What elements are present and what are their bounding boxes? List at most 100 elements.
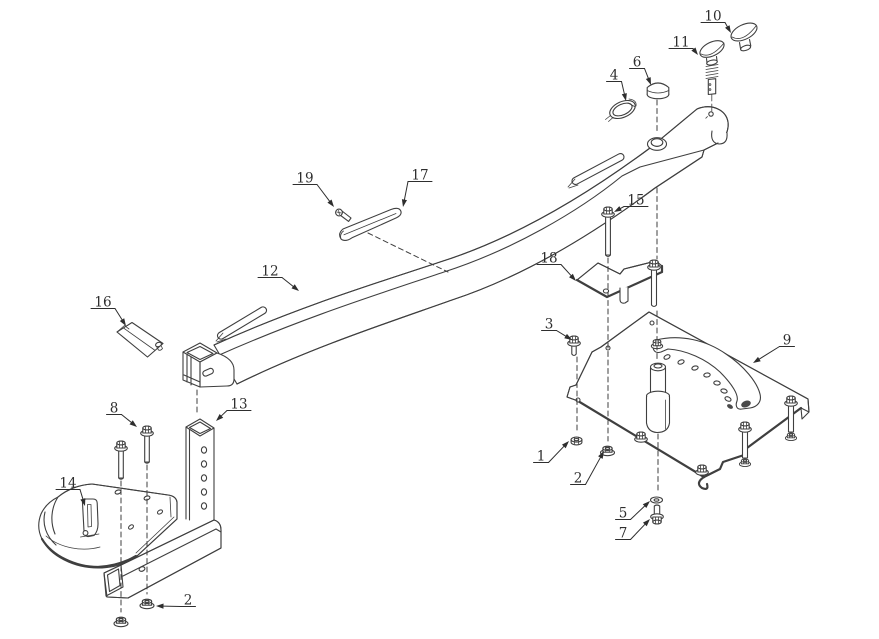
callout-arrowhead bbox=[645, 77, 651, 85]
callout-arrowhead bbox=[691, 47, 698, 55]
callout-number: 4 bbox=[610, 68, 619, 84]
upright-tube-13 bbox=[185, 418, 215, 522]
callout-leader bbox=[724, 22, 728, 27]
callout-16-spring-clip: 16 bbox=[90, 295, 126, 326]
edge-bead-left bbox=[215, 306, 268, 343]
callout-19-screw: 19 bbox=[292, 171, 334, 207]
bracket-18 bbox=[575, 259, 664, 308]
callout-leader bbox=[621, 81, 625, 95]
callout-leader bbox=[585, 457, 601, 485]
callout-leader bbox=[630, 523, 646, 540]
pivot-post bbox=[645, 362, 671, 434]
callout-number: 3 bbox=[545, 317, 554, 333]
bolt-7 bbox=[650, 504, 664, 525]
callout-arrowhead bbox=[642, 501, 650, 509]
callout-2-flange-nut: 2 bbox=[570, 451, 604, 487]
callout-arrowhead bbox=[80, 498, 86, 506]
callout-number: 5 bbox=[619, 506, 628, 522]
washer-5 bbox=[649, 496, 664, 504]
screw-19 bbox=[335, 208, 352, 222]
callout-arrowhead bbox=[564, 333, 572, 340]
assembly-dashed-lines bbox=[120, 99, 659, 613]
callout-9-base-plate: 9 bbox=[753, 333, 795, 363]
callout-arrowhead bbox=[561, 441, 569, 449]
callout-number: 10 bbox=[704, 9, 721, 25]
cap-plug-6 bbox=[646, 82, 670, 100]
callout-leader bbox=[316, 184, 330, 202]
callout-arrowhead bbox=[119, 318, 126, 326]
callout-1-hex-nut: 1 bbox=[533, 441, 569, 465]
callout-11-spring-pin: 11 bbox=[668, 35, 698, 55]
callout-18-bracket: 18 bbox=[536, 251, 576, 281]
callout-leader bbox=[560, 264, 572, 276]
callout-5-washer: 5 bbox=[615, 501, 650, 522]
callout-number: 7 bbox=[619, 526, 628, 542]
bracket-stud bbox=[647, 259, 661, 308]
hex-nut-1 bbox=[570, 436, 583, 446]
callout-15-long-bolt: 15 bbox=[614, 193, 649, 212]
callout-number: 8 bbox=[110, 401, 119, 417]
gusset-slot bbox=[202, 367, 214, 377]
callout-10-knob: 10 bbox=[700, 9, 731, 33]
callout-number: 17 bbox=[411, 168, 428, 184]
callout-14-coupler-latch: 14 bbox=[55, 476, 86, 506]
callout-arrowhead bbox=[642, 519, 650, 527]
callout-leader bbox=[114, 308, 123, 321]
bolt-3 bbox=[567, 335, 581, 357]
callout-leader bbox=[556, 330, 567, 337]
callout-number: 16 bbox=[94, 295, 111, 311]
callout-17-wear-strip: 17 bbox=[401, 168, 433, 207]
callout-number: 14 bbox=[59, 476, 76, 492]
callout-number: 11 bbox=[672, 35, 689, 51]
callout-leader bbox=[220, 410, 228, 417]
edge-bead-right bbox=[567, 152, 625, 189]
callout-arrowhead bbox=[753, 356, 761, 363]
receiver-tube-13 bbox=[103, 519, 222, 599]
callout-number: 1 bbox=[537, 449, 546, 465]
spring-pin-11 bbox=[699, 40, 725, 112]
coupler-latch-14 bbox=[80, 498, 100, 538]
callout-number: 6 bbox=[633, 55, 642, 71]
flange-nut-2-bottom-b bbox=[113, 616, 129, 628]
callout-7-button-bolt: 7 bbox=[615, 519, 650, 542]
callout-number: 19 bbox=[296, 171, 313, 187]
ring-clip-4 bbox=[605, 98, 637, 122]
callout-arrowhead bbox=[621, 93, 627, 101]
bar-socket-end bbox=[182, 342, 235, 388]
callout-leader bbox=[548, 445, 565, 463]
plate-handle bbox=[650, 337, 761, 410]
tow-bar-12 bbox=[213, 106, 729, 385]
knob-10 bbox=[730, 22, 758, 52]
flange-nut-2-bottom-a bbox=[139, 598, 155, 610]
callout-arrowhead bbox=[569, 273, 576, 281]
callout-3-hex-bolt-short: 3 bbox=[541, 317, 572, 340]
hex-bolt-8-left bbox=[114, 440, 128, 480]
callout-leader bbox=[620, 206, 625, 209]
callout-number: 12 bbox=[261, 264, 278, 280]
callout-8-hex-bolt-long: 8 bbox=[106, 401, 137, 427]
callout-number: 15 bbox=[627, 193, 644, 209]
callout-leader bbox=[281, 277, 294, 287]
callout-arrowhead bbox=[129, 420, 137, 427]
callout-arrowhead bbox=[156, 603, 164, 609]
callout-leader bbox=[121, 414, 132, 423]
callout-leader bbox=[630, 505, 646, 520]
callout-number: 2 bbox=[574, 471, 583, 487]
callout-arrowhead bbox=[614, 206, 622, 212]
callout-leader bbox=[79, 489, 84, 500]
callout-13-upright-tube: 13 bbox=[216, 397, 252, 421]
callout-arrowhead bbox=[216, 413, 224, 421]
bolt-15 bbox=[601, 206, 615, 258]
callout-arrowhead bbox=[598, 451, 604, 459]
pin-hole bbox=[708, 111, 714, 117]
callout-6-cap-plug: 6 bbox=[629, 55, 651, 85]
callout-number: 13 bbox=[230, 397, 247, 413]
spring-clip-16 bbox=[116, 321, 164, 358]
callout-number: 2 bbox=[184, 593, 193, 609]
callout-number: 9 bbox=[783, 333, 792, 349]
callout-leader bbox=[644, 68, 649, 79]
plate-mounting-bolts bbox=[634, 395, 798, 476]
